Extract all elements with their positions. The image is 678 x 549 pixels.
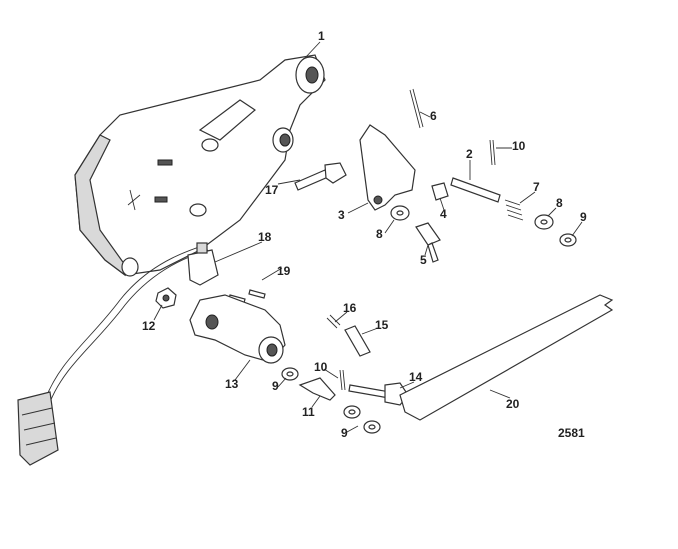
callout-20: 20 <box>506 397 520 411</box>
callout-10b: 10 <box>314 360 328 374</box>
callout-13: 13 <box>225 377 239 391</box>
callout-6: 6 <box>430 109 437 123</box>
callout-18: 18 <box>258 230 272 244</box>
callout-1: 1 <box>318 29 325 43</box>
callout-14: 14 <box>409 370 423 384</box>
stud-part <box>298 377 336 401</box>
callout-10: 10 <box>512 139 526 153</box>
callout-19: 19 <box>277 264 291 278</box>
callout-7: 7 <box>533 180 540 194</box>
callout-9c: 9 <box>341 426 348 440</box>
callout-8b: 8 <box>376 227 383 241</box>
callout-9b: 9 <box>272 379 279 393</box>
figure-number: 2581 <box>558 426 585 440</box>
callout-3: 3 <box>338 208 345 222</box>
callout-4: 4 <box>440 207 447 221</box>
pin-part <box>450 177 501 203</box>
arm-part <box>359 124 416 211</box>
rod-part <box>399 294 614 421</box>
callout-15: 15 <box>375 318 389 332</box>
callout-17: 17 <box>265 183 279 197</box>
callout-16: 16 <box>343 301 357 315</box>
cotter-pin-part <box>409 88 424 129</box>
pin-15-part <box>344 325 371 357</box>
callout-5: 5 <box>420 253 427 267</box>
connector-part <box>17 391 59 466</box>
bracket-part <box>74 54 326 277</box>
leader-lines <box>153 41 583 433</box>
callout-8: 8 <box>556 196 563 210</box>
callout-12: 12 <box>142 319 156 333</box>
wire-harness <box>44 244 206 401</box>
sensor-part <box>187 249 219 286</box>
callout-9: 9 <box>580 210 587 224</box>
callout-2: 2 <box>466 147 473 161</box>
callout-11: 11 <box>302 405 315 419</box>
washer-parts <box>281 205 577 434</box>
spring-part <box>504 199 524 221</box>
